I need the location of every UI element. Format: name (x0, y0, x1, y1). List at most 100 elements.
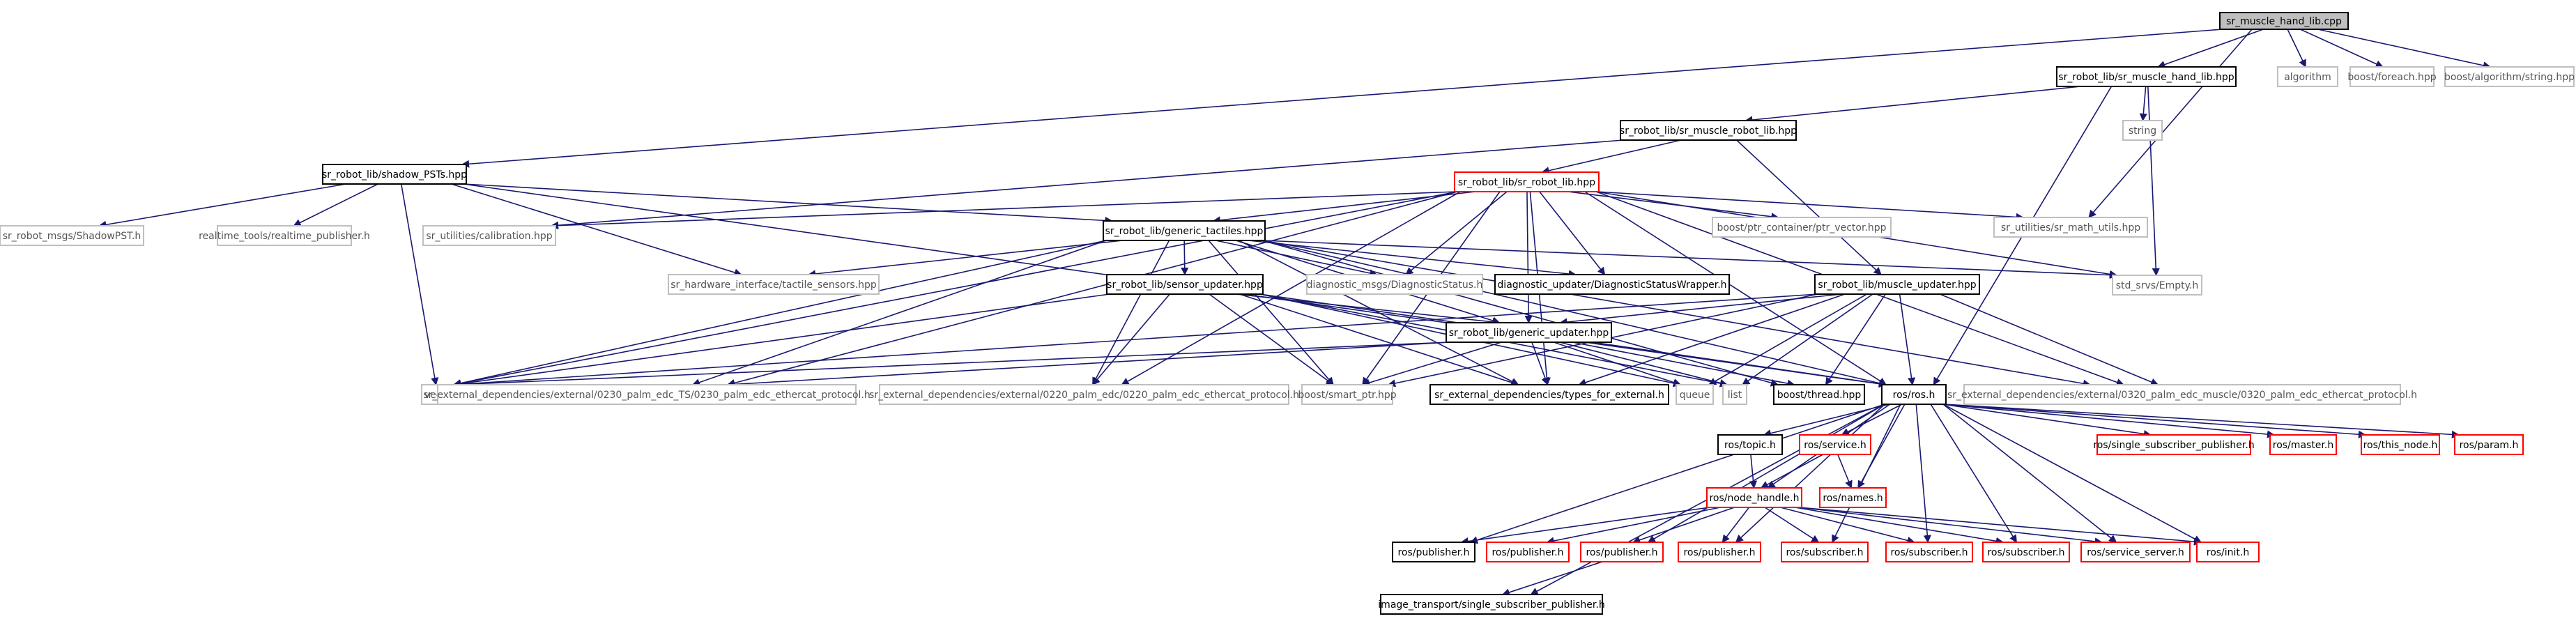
node-single-sub-pub[interactable]: ros/single_subscriber_publisher.h (2093, 434, 2255, 455)
edge-muscle_updater-to-list (1742, 293, 1873, 385)
node-label: ros/master.h (2273, 440, 2333, 451)
edge-shadow_pst-to-generic_tactiles (463, 183, 1113, 225)
edge-robot_lib-to-math_utils (1595, 191, 2025, 221)
node-init[interactable]: ros/init.h (2196, 542, 2260, 562)
node-muscle-updater[interactable]: sr_robot_lib/muscle_updater.hpp (1814, 274, 1980, 295)
edge-generic_tactiles-to-vector (452, 240, 1107, 388)
edge-generic_tactiles-to-smart_ptr (1208, 240, 1334, 385)
node-label: std_srvs/Empty.h (2116, 280, 2199, 291)
edge-ros_h-to-this_node (1942, 404, 2367, 438)
node-label: sr_robot_lib/generic_tactiles.hpp (1105, 226, 1264, 237)
edge-node_handle-to-pub2 (1546, 507, 1721, 545)
node-ext0320[interactable]: sr_external_dependencies/external/0320_p… (1947, 384, 2417, 405)
node-box (1106, 274, 1264, 295)
edge-ros_h-to-sub3 (1930, 404, 2017, 543)
edge-pub3-to-img_transport (1501, 561, 1603, 597)
node-label: boost/foreach.hpp (2347, 72, 2436, 83)
node-types-external[interactable]: sr_external_dependencies/types_for_exter… (1429, 384, 1669, 405)
edge-service-to-names (1837, 454, 1853, 489)
edge-root-to-boost_string (2317, 29, 2492, 70)
node-generic-tactiles[interactable]: sr_robot_lib/generic_tactiles.hpp (1103, 220, 1266, 241)
node-box (879, 384, 1289, 405)
node-boost-string[interactable]: boost/algorithm/string.hpp (2444, 66, 2575, 87)
node-muscle-hand-lib[interactable]: sr_robot_lib/sr_muscle_hand_lib.hpp (2056, 66, 2237, 87)
edge-generic_tactiles-to-ros_h (1262, 240, 1887, 388)
node-service[interactable]: ros/service.h (1799, 434, 1871, 455)
node-this-node[interactable]: ros/this_node.h (2361, 434, 2440, 455)
edge-ros_h-to-pub4 (1735, 404, 1885, 543)
node-label: sr_utilities/calibration.hpp (426, 231, 552, 242)
edge-muscle_hand_lib-to-string (2139, 86, 2147, 122)
node-ext0230[interactable]: sr_external_dependencies/external/0230_p… (423, 384, 871, 405)
node-sub2[interactable]: ros/subscriber.h (1885, 542, 1973, 562)
node-box (1580, 542, 1664, 562)
edge-muscle_updater-to-ros_h (1899, 293, 1916, 386)
node-math-utils[interactable]: sr_utilities/sr_math_utils.hpp (1993, 217, 2148, 238)
node-label: ros/publisher.h (1586, 547, 1657, 558)
node-rt-pub[interactable]: realtime_tools/realtime_publisher.h (199, 225, 370, 246)
node-master[interactable]: ros/master.h (2269, 434, 2337, 455)
edge-robot_lib-to-ros_h (1584, 191, 1887, 385)
node-ros-h[interactable]: ros/ros.h (1881, 384, 1947, 405)
node-sub3[interactable]: ros/subscriber.h (1982, 542, 2070, 562)
node-sub1[interactable]: ros/subscriber.h (1781, 542, 1869, 562)
node-pub1[interactable]: ros/publisher.h (1392, 542, 1475, 562)
node-smart-ptr[interactable]: boost/smart_ptr.hpp (1298, 384, 1397, 405)
edge-muscle_robot_lib-to-robot_lib (1541, 139, 1682, 175)
node-queue[interactable]: queue (1676, 384, 1714, 405)
node-diag-status[interactable]: diagnostic_msgs/DiagnosticStatus.h (1306, 274, 1483, 295)
edge-root-to-foreach (2299, 29, 2384, 68)
node-label: boost/thread.hpp (1777, 390, 1862, 401)
edge-muscle_robot_lib-to-calibration (550, 139, 1624, 229)
node-service-server[interactable]: ros/service_server.h (2080, 542, 2191, 562)
node-node-handle[interactable]: ros/node_handle.h (1706, 487, 1802, 508)
edge-generic_tactiles-to-std_empty (1262, 240, 2118, 279)
node-box (2096, 434, 2251, 455)
node-box (1676, 384, 1714, 405)
edge-ros_h-to-service_server (1942, 404, 2117, 543)
node-boost-thread[interactable]: boost/thread.hpp (1773, 384, 1865, 405)
edge-robot_lib-to-vector (452, 191, 1458, 388)
edge-ros_h-to-init (1942, 404, 2202, 543)
edge-sensor_updater-to-vector (452, 293, 1110, 388)
node-pub3[interactable]: ros/publisher.h (1580, 542, 1664, 562)
node-shadowpst-h[interactable]: sr_robot_msgs/ShadowPST.h (0, 225, 144, 246)
node-label: ros/param.h (2460, 440, 2519, 451)
node-pub2[interactable]: ros/publisher.h (1486, 542, 1570, 562)
node-root[interactable]: sr_muscle_hand_lib.cpp (2219, 12, 2349, 30)
node-img-transport[interactable]: image_transport/single_subscriber_publis… (1378, 594, 1605, 615)
node-diag-wrapper[interactable]: diagnostic_updater/DiagnosticStatusWrapp… (1494, 274, 1730, 295)
node-ptr-vector[interactable]: boost/ptr_container/ptr_vector.hpp (1712, 217, 1892, 238)
node-box (1881, 384, 1947, 405)
node-names[interactable]: ros/names.h (1819, 487, 1887, 508)
node-pub4[interactable]: ros/publisher.h (1678, 542, 1761, 562)
node-box (1678, 542, 1761, 562)
node-label: sr_robot_lib/sr_robot_lib.hpp (1458, 177, 1595, 188)
node-algorithm[interactable]: algorithm (2277, 66, 2338, 87)
node-foreach[interactable]: boost/foreach.hpp (2347, 66, 2437, 87)
node-sensor-updater[interactable]: sr_robot_lib/sensor_updater.hpp (1106, 274, 1264, 295)
edge-topic-to-node_handle (1749, 454, 1758, 489)
node-box (668, 274, 880, 295)
node-string[interactable]: string (2122, 120, 2163, 141)
edge-muscle_hand_lib-to-muscle_robot_lib (1745, 86, 2081, 124)
node-shadow-pst[interactable]: sr_robot_lib/shadow_PSTs.hpp (322, 164, 467, 185)
node-std-empty[interactable]: std_srvs/Empty.h (2112, 275, 2202, 296)
node-label: ros/publisher.h (1397, 547, 1469, 558)
node-robot-lib[interactable]: sr_robot_lib/sr_robot_lib.hpp (1454, 171, 1600, 192)
node-muscle-robot-lib[interactable]: sr_robot_lib/sr_muscle_robot_lib.hpp (1620, 120, 1797, 141)
node-box (1301, 384, 1393, 405)
node-ext0220[interactable]: sr_external_dependencies/external/0220_p… (869, 384, 1299, 405)
node-box (1819, 487, 1887, 508)
node-list[interactable]: list (1722, 384, 1747, 405)
node-calibration[interactable]: sr_utilities/calibration.hpp (422, 225, 556, 246)
node-box (437, 384, 857, 405)
edge-muscle_updater-to-boost_thread (1825, 293, 1886, 385)
node-topic[interactable]: ros/topic.h (1717, 434, 1783, 455)
edge-muscle_updater-to-queue (1708, 293, 1867, 385)
node-param[interactable]: ros/param.h (2454, 434, 2524, 455)
node-generic-updater[interactable]: sr_robot_lib/generic_updater.hpp (1446, 322, 1612, 343)
node-tactile-sensors[interactable]: sr_hardware_interface/tactile_sensors.hp… (668, 274, 880, 295)
edge-ros_h-to-sub2 (1915, 404, 1931, 544)
